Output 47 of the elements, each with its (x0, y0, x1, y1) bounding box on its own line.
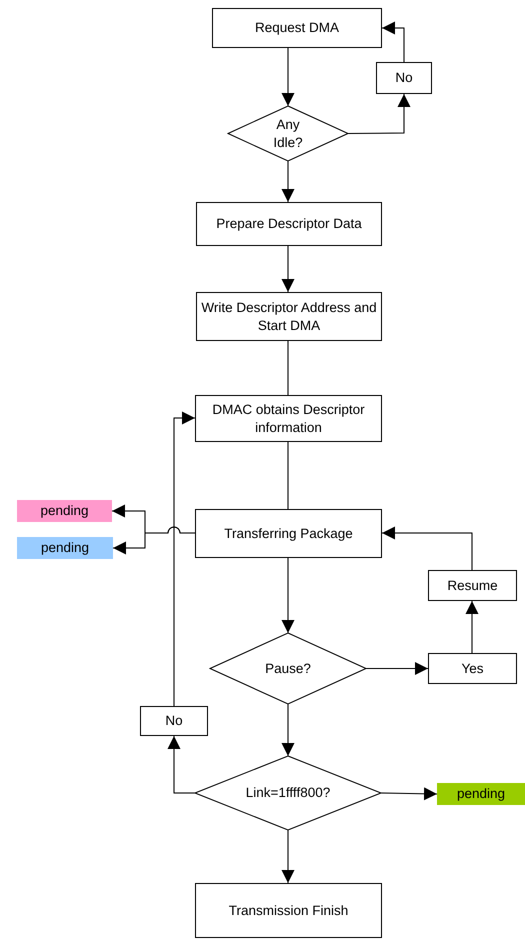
connector-arrow (282, 558, 294, 634)
connector-arrow (168, 736, 196, 794)
connector-arrow (382, 22, 404, 62)
status-box (17, 537, 113, 559)
connector-arrow (112, 526, 196, 554)
node-label: pending (40, 502, 89, 520)
process-box (140, 706, 208, 736)
node-label: Any Idle? (272, 116, 304, 152)
node-label: Prepare Descriptor Data (216, 215, 362, 233)
decision-diamond (210, 633, 366, 704)
node-label: Yes (461, 660, 484, 678)
process-box (196, 292, 382, 341)
process-box (196, 202, 382, 246)
connector-arrow (282, 246, 294, 292)
connector-arrow (366, 662, 428, 675)
node-label: pending (456, 785, 506, 803)
node-label: No (165, 712, 183, 730)
node-label: No (395, 69, 413, 87)
process-box (428, 653, 517, 684)
node-label: Request DMA (254, 19, 340, 37)
process-box (195, 395, 382, 442)
connector-arrow (380, 787, 438, 800)
process-box (376, 62, 432, 94)
connector-arrow (282, 830, 294, 884)
decision-diamond (228, 106, 348, 161)
decision-diamond (195, 756, 381, 830)
node-label: pending (40, 539, 90, 557)
connector-arrow (348, 94, 410, 134)
node-label: Resume (447, 576, 498, 594)
process-box (212, 8, 382, 48)
status-box (437, 783, 525, 805)
node-label: DMAC obtains Descriptor information (211, 400, 366, 436)
connector-arrow (466, 600, 478, 654)
node-label: Write Descriptor Address and Start DMA (200, 298, 378, 334)
process-box (195, 509, 382, 558)
process-box (428, 570, 517, 601)
node-label: Transferring Package (224, 524, 353, 542)
node-label: Pause? (265, 660, 311, 678)
connector-arrow (174, 412, 196, 706)
connector-arrow (282, 48, 294, 106)
connector-arrow (282, 704, 294, 756)
status-box (17, 500, 112, 522)
connector-arrow (382, 526, 472, 570)
node-label: Transmission Finish (228, 902, 348, 920)
connector-arrow (282, 160, 294, 202)
node-label: Link=1ffff800? (246, 784, 330, 802)
process-box (195, 883, 382, 938)
